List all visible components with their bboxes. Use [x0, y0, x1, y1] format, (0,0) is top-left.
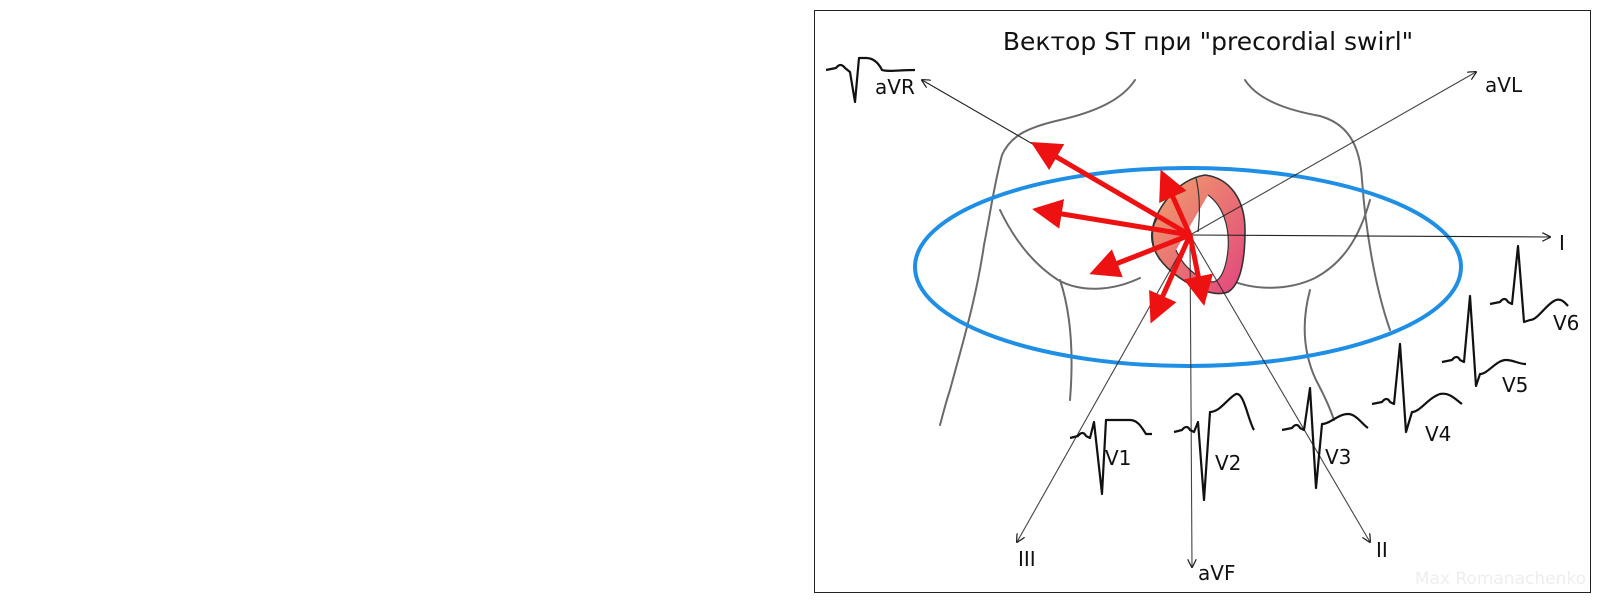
axis-i — [1189, 235, 1550, 237]
ecg-v1 — [1069, 418, 1152, 496]
axis-ii — [1189, 234, 1370, 542]
label-v2: V2 — [1215, 451, 1241, 475]
label-v3: V3 — [1325, 445, 1351, 469]
st-vector-left — [1032, 199, 1193, 238]
page-title: Вектор ST при "precordial swirl" — [1003, 27, 1413, 56]
label-avf: aVF — [1198, 561, 1235, 585]
label-v4: V4 — [1425, 422, 1451, 446]
label-ii: II — [1376, 538, 1388, 562]
ecg-v2 — [1173, 392, 1255, 502]
label-v6: V6 — [1553, 311, 1579, 335]
limb-lead-axes — [922, 72, 1550, 567]
label-avr: aVR — [875, 75, 915, 99]
torso-outline — [939, 79, 1391, 426]
st-vectors — [1030, 141, 1214, 324]
ecg-v4 — [1371, 342, 1463, 434]
precordial-plane-ring — [913, 166, 1463, 368]
st-vector-down — [1183, 232, 1214, 306]
label-avl: aVL — [1485, 73, 1523, 97]
ecg-avr — [825, 56, 916, 104]
st-vector-avr — [1030, 141, 1193, 238]
label-iii: III — [1018, 547, 1036, 571]
ecg-tracings — [825, 56, 1569, 502]
st-vector-v1 — [1149, 232, 1193, 324]
label-v5: V5 — [1502, 373, 1528, 397]
st-vector-lower-left — [1089, 232, 1193, 278]
label-v1: V1 — [1105, 446, 1131, 470]
ecg-v6 — [1489, 244, 1569, 324]
ecg-v3 — [1281, 386, 1369, 490]
axis-iii — [1017, 234, 1191, 542]
label-i: I — [1559, 231, 1565, 255]
axis-avl — [1189, 72, 1476, 236]
ecg-v5 — [1441, 294, 1527, 388]
st-vector-up — [1159, 169, 1193, 238]
watermark: Max Romanachenko — [1415, 569, 1586, 589]
